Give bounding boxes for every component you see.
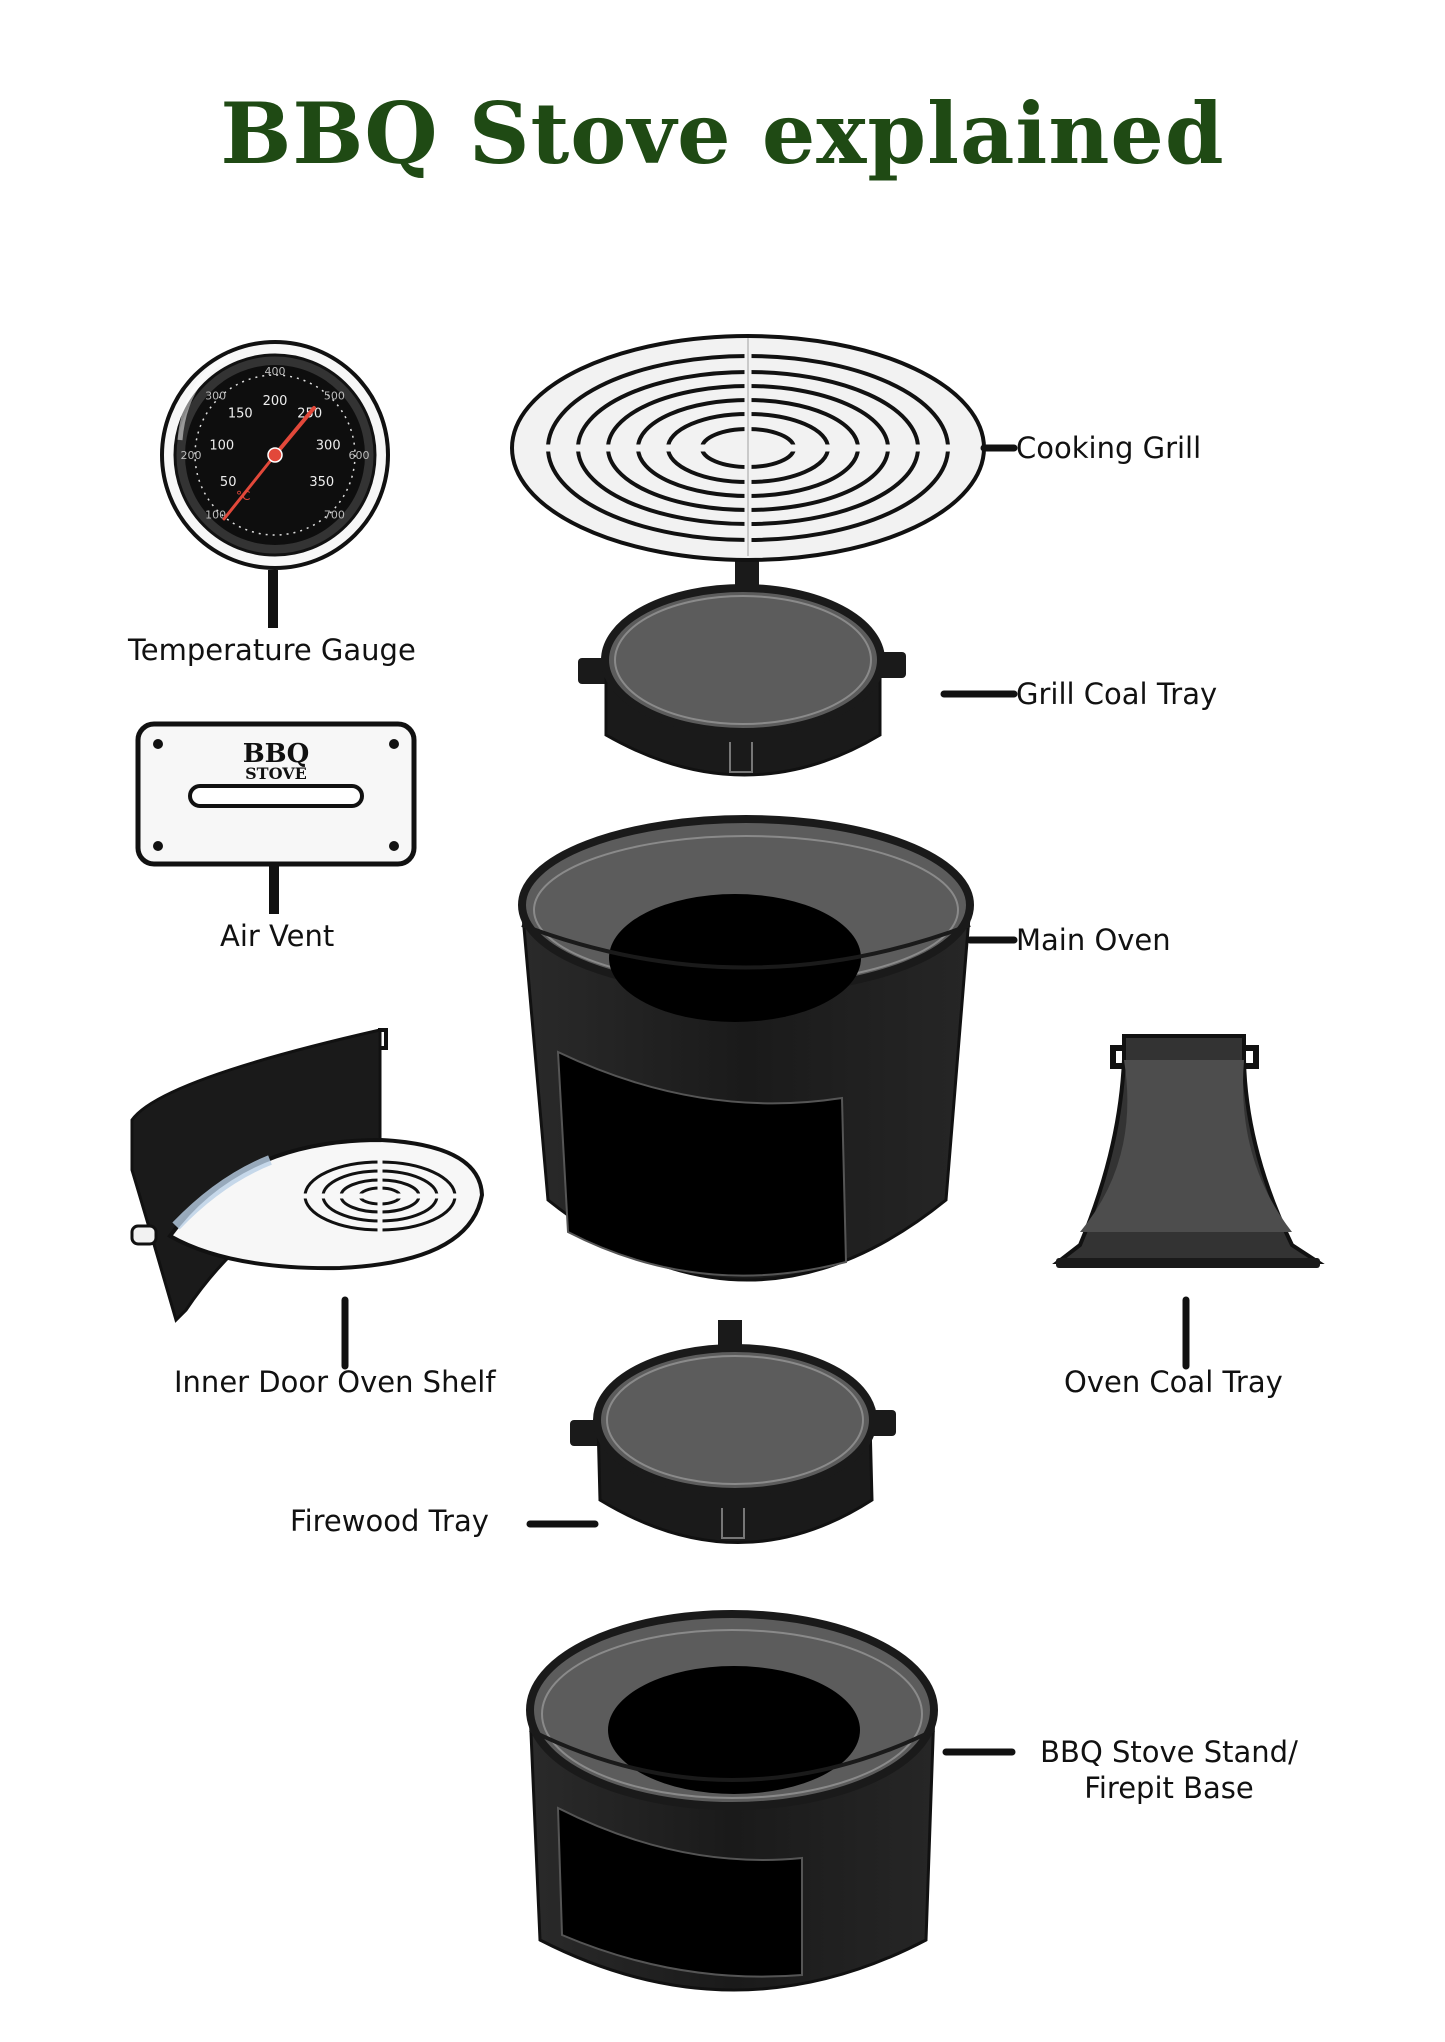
gauge-celsius-tick-label: 350 — [309, 475, 334, 490]
label-main-oven: Main Oven — [1016, 923, 1171, 957]
gauge-unit-label: °C — [236, 489, 250, 503]
firewood-tray — [570, 1320, 896, 1544]
label-oven-coal-tray: Oven Coal Tray — [1064, 1365, 1283, 1399]
label-grill-coal-tray: Grill Coal Tray — [1016, 677, 1218, 711]
label-stove-stand-line1: BBQ Stove Stand/ — [1040, 1735, 1298, 1769]
gauge-fahrenheit-tick-label: 100 — [205, 508, 226, 521]
grill-coal-tray — [578, 584, 906, 777]
air-vent: BBQ STOVE — [135, 721, 417, 914]
gauge-celsius-tick-label: 300 — [316, 439, 341, 454]
vent-brand-text: BBQ — [243, 739, 310, 769]
label-firewood-tray: Firewood Tray — [290, 1504, 489, 1538]
main-oven — [518, 815, 974, 1282]
label-temperature-gauge: Temperature Gauge — [128, 633, 416, 667]
gauge-celsius-tick-label: 200 — [263, 394, 288, 409]
gauge-celsius-tick-label: 150 — [228, 407, 253, 422]
gauge-needle — [273, 406, 316, 457]
cooking-grill — [510, 334, 986, 587]
gauge-fahrenheit-tick-label: 700 — [324, 508, 345, 521]
gauge-fahrenheit-tick-label: 300 — [205, 390, 226, 403]
label-air-vent: Air Vent — [220, 919, 335, 953]
gauge-celsius-tick-label: 50 — [220, 475, 237, 490]
gauge-fahrenheit-tick-label: 400 — [265, 365, 286, 378]
gauge-fahrenheit-tick-label: 200 — [181, 449, 202, 462]
inner-door-oven-shelf — [130, 1028, 485, 1323]
page-title: BBQ Stove explained — [220, 84, 1225, 183]
label-cooking-grill: Cooking Grill — [1016, 431, 1202, 465]
gauge-fahrenheit-tick-label: 500 — [324, 390, 345, 403]
stove-stand — [526, 1610, 938, 1992]
leader-lines — [341, 444, 1190, 1756]
label-inner-door-oven-shelf: Inner Door Oven Shelf — [174, 1365, 496, 1399]
vent-brand-subtext: STOVE — [245, 764, 307, 783]
label-stove-stand: BBQ Stove Stand/ Firepit Base — [1024, 1734, 1314, 1807]
label-stove-stand-line2: Firepit Base — [1084, 1771, 1254, 1806]
gauge-celsius-tick-label: 100 — [209, 439, 234, 454]
gauge-fahrenheit-tick-label: 600 — [349, 449, 370, 462]
temperature-gauge: 50100150200250300350 1002003004005006007… — [160, 340, 390, 628]
oven-coal-tray — [1052, 1034, 1325, 1268]
